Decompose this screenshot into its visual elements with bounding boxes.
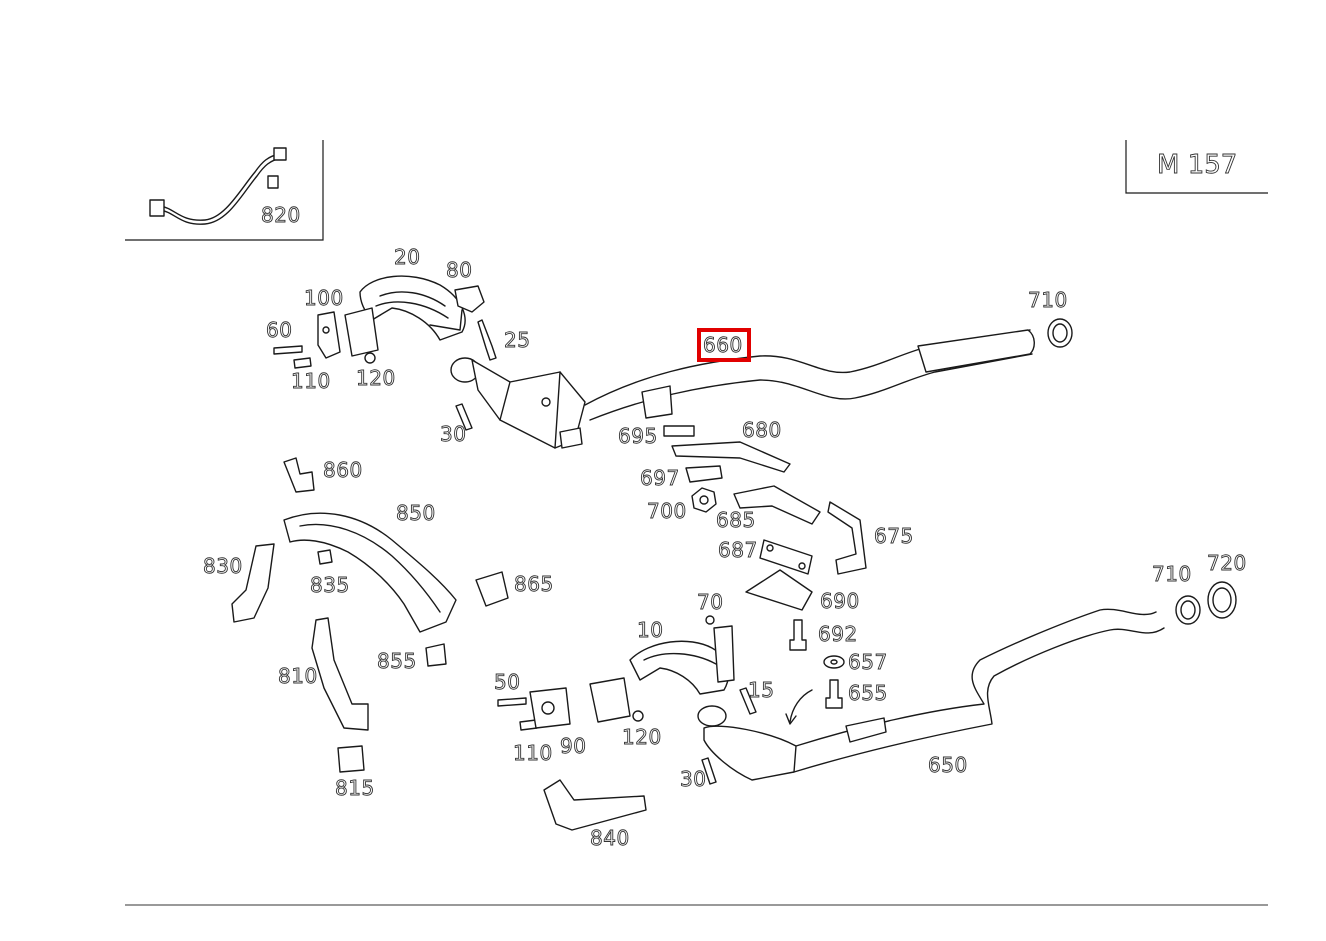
callout-855[interactable]: 855	[377, 649, 417, 674]
callout-700[interactable]: 700	[647, 499, 687, 524]
callout-690[interactable]: 690	[820, 589, 860, 614]
part-gasket-100[interactable]	[317, 311, 341, 359]
part-ring-720[interactable]	[1207, 581, 1237, 619]
part-clip-815[interactable]	[337, 745, 365, 773]
callout-90[interactable]: 90	[560, 734, 587, 759]
callout-50[interactable]: 50	[494, 670, 521, 695]
part-bracket-860[interactable]	[283, 457, 315, 493]
part-washer-657[interactable]	[823, 655, 845, 669]
part-bracket-697[interactable]	[685, 465, 723, 483]
part-oxygen-sensor[interactable]	[149, 147, 287, 225]
part-nut-700[interactable]	[691, 487, 717, 513]
part-bolt-655[interactable]	[825, 679, 843, 709]
callout-710b[interactable]: 710	[1152, 562, 1192, 587]
callout-110a[interactable]: 110	[291, 369, 331, 394]
part-bracket-855[interactable]	[425, 643, 447, 667]
part-bracket-810[interactable]	[311, 617, 369, 731]
part-bracket-675[interactable]	[827, 501, 867, 575]
part-heat-shield-690[interactable]	[745, 569, 813, 611]
callout-680[interactable]: 680	[742, 418, 782, 443]
part-heat-shield-840[interactable]	[543, 779, 647, 831]
part-nut-120b[interactable]	[632, 710, 644, 722]
callout-657[interactable]: 657	[848, 650, 888, 675]
callout-692[interactable]: 692	[818, 622, 858, 647]
part-mount-865[interactable]	[475, 571, 509, 607]
part-exhaust-manifold-lower[interactable]	[589, 625, 735, 723]
callout-660[interactable]: 660	[703, 333, 743, 358]
part-spacer-835[interactable]	[317, 549, 333, 565]
model-label-frame	[1125, 140, 1268, 194]
part-exhaust-manifold-upper[interactable]	[344, 275, 466, 357]
part-nut-120a[interactable]	[364, 352, 376, 364]
callout-120b[interactable]: 120	[622, 725, 662, 750]
part-nut-70[interactable]	[705, 615, 715, 625]
part-strap-695[interactable]	[663, 425, 695, 437]
callout-830[interactable]: 830	[203, 554, 243, 579]
part-bracket-80[interactable]	[454, 285, 485, 313]
callout-675[interactable]: 675	[874, 524, 914, 549]
callout-720[interactable]: 720	[1207, 551, 1247, 576]
callout-710a[interactable]: 710	[1028, 288, 1068, 313]
callout-100[interactable]: 100	[304, 286, 344, 311]
sensor-inset-frame	[125, 140, 324, 241]
callout-695[interactable]: 695	[618, 424, 658, 449]
callout-685[interactable]: 685	[716, 508, 756, 533]
part-callouts: 820 20 80 100 60 25 110 120 30 660 710 6…	[203, 203, 1247, 851]
callout-20[interactable]: 20	[394, 245, 421, 270]
part-front-pipe-660[interactable]	[450, 329, 1035, 449]
callout-850[interactable]: 850	[396, 501, 436, 526]
part-nut-110a[interactable]	[293, 357, 312, 369]
callout-60[interactable]: 60	[266, 318, 293, 343]
callout-30b[interactable]: 30	[680, 767, 707, 792]
part-heat-shield-850[interactable]	[283, 512, 457, 633]
callout-15[interactable]: 15	[748, 678, 775, 703]
callout-80[interactable]: 80	[446, 258, 473, 283]
part-hanger-680[interactable]	[671, 441, 791, 473]
highlight-box	[697, 328, 751, 362]
part-bolt-30a[interactable]	[455, 403, 473, 431]
callout-110b[interactable]: 110	[513, 741, 553, 766]
part-bolt-692[interactable]	[789, 619, 807, 651]
callout-835[interactable]: 835	[310, 573, 350, 598]
model-label: M 157	[1157, 150, 1237, 180]
part-gasket-90[interactable]	[529, 687, 571, 729]
callout-70[interactable]: 70	[697, 590, 724, 615]
part-clamp-710a[interactable]	[1047, 318, 1073, 348]
callout-810[interactable]: 810	[278, 664, 318, 689]
callout-687[interactable]: 687	[718, 538, 758, 563]
part-bolt-15[interactable]	[739, 687, 757, 715]
part-clamp-710b[interactable]	[1175, 595, 1201, 625]
callout-25[interactable]: 25	[504, 328, 531, 353]
part-stud-50[interactable]	[497, 697, 527, 707]
part-bolt-25[interactable]	[477, 319, 497, 361]
callout-650[interactable]: 650	[928, 753, 968, 778]
pointer-arrow	[785, 689, 813, 725]
part-stud-60[interactable]	[273, 345, 303, 355]
callout-840[interactable]: 840	[590, 826, 630, 851]
callout-820[interactable]: 820	[261, 203, 301, 228]
part-mount-687[interactable]	[759, 539, 813, 575]
part-bolt-30b[interactable]	[701, 757, 717, 785]
callout-860[interactable]: 860	[323, 458, 363, 483]
callout-30a[interactable]: 30	[440, 422, 467, 447]
callout-10[interactable]: 10	[637, 618, 664, 643]
part-front-pipe-650[interactable]	[697, 608, 1165, 781]
callout-815[interactable]: 815	[335, 776, 375, 801]
callout-697[interactable]: 697	[640, 466, 680, 491]
callout-655[interactable]: 655	[848, 681, 888, 706]
callout-865[interactable]: 865	[514, 572, 554, 597]
part-bracket-685[interactable]	[733, 485, 821, 525]
callout-120a[interactable]: 120	[356, 366, 396, 391]
part-bracket-830[interactable]	[231, 543, 275, 623]
